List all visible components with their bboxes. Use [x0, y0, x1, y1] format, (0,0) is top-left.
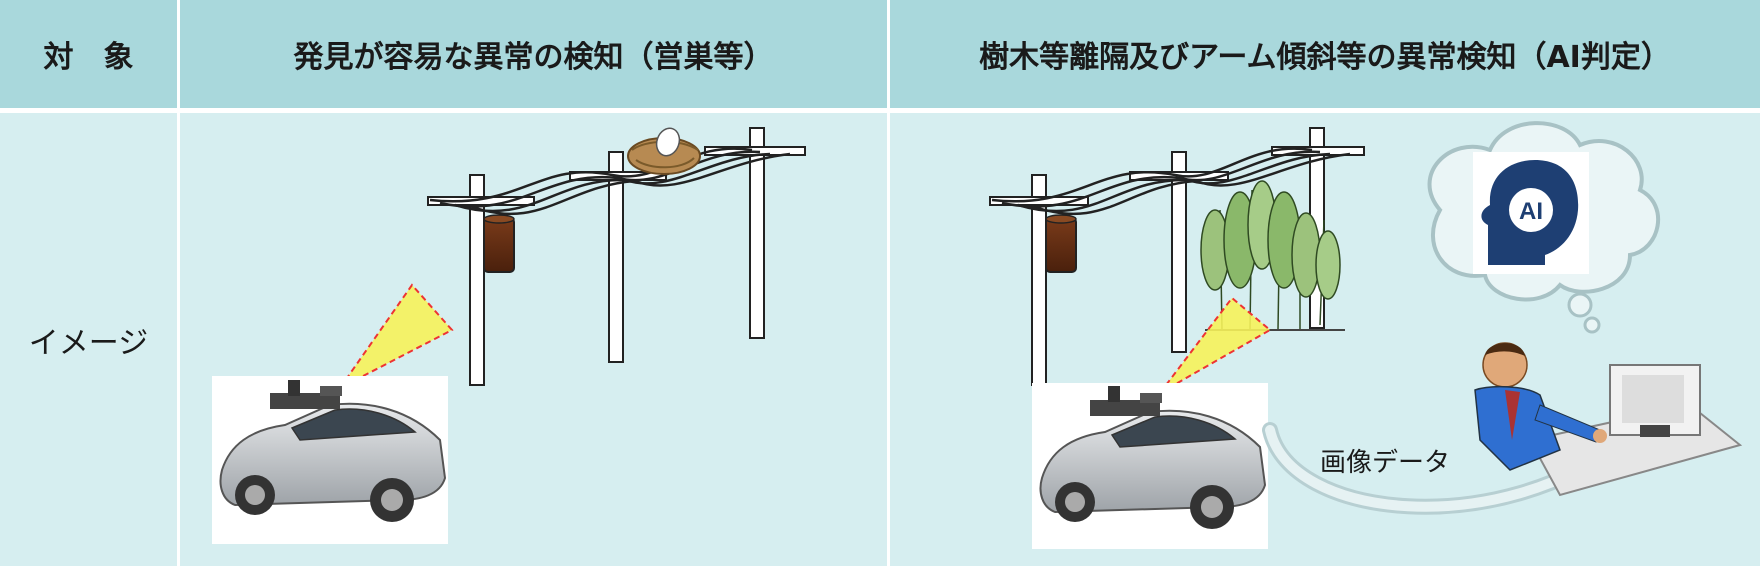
- operator-at-computer-icon: [1474, 342, 1743, 497]
- row-label-image: イメージ: [0, 113, 177, 566]
- image-data-label: 画像データ: [1320, 448, 1451, 478]
- inspection-car-right: [1032, 383, 1268, 549]
- header-target: 対 象: [0, 0, 177, 108]
- trees-icon: [1200, 180, 1345, 331]
- utility-poles-left: [427, 127, 806, 386]
- inspection-car-left: [212, 376, 448, 544]
- bird-nest-icon: [627, 127, 701, 175]
- ai-badge-text: AI: [1519, 198, 1543, 225]
- camera-field-of-view-right: [1159, 296, 1272, 394]
- header-ai-detection: 樹木等離隔及びアーム傾斜等の異常検知（AI判定）: [890, 0, 1760, 108]
- header-easy-detection: 発見が容易な異常の検知（営巣等）: [180, 0, 887, 108]
- utility-poles-right: [989, 127, 1365, 386]
- camera-field-of-view: [339, 283, 454, 389]
- ai-head-icon: AI: [1473, 152, 1589, 274]
